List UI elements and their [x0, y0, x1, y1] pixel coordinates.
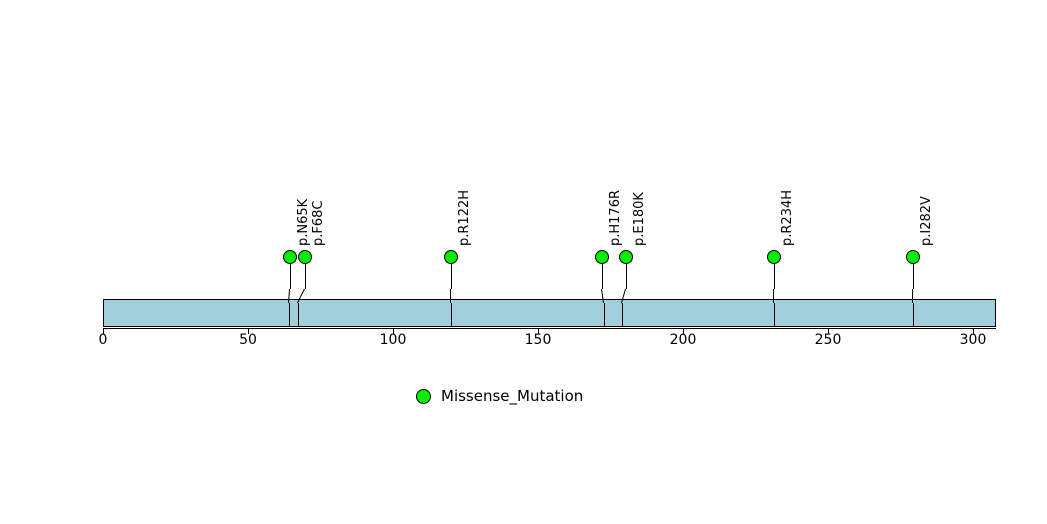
lollipop-stem-upper	[774, 264, 775, 289]
x-axis-tick	[683, 328, 684, 334]
lollipop-marker[interactable]	[283, 250, 297, 264]
lollipop-stem-connector	[450, 289, 451, 303]
lollipop-marker[interactable]	[906, 250, 920, 264]
lollipop-stem-lower	[289, 303, 290, 327]
legend: Missense_Mutation	[416, 387, 583, 405]
legend-swatch-missense-mutation[interactable]	[416, 388, 431, 404]
x-axis-tick	[248, 328, 249, 334]
x-axis-tick-label: 150	[524, 332, 552, 348]
lollipop-marker[interactable]	[444, 250, 458, 264]
lollipop-marker[interactable]	[298, 250, 312, 264]
x-axis-tick-label: 250	[814, 332, 842, 348]
x-axis-tick-label: 50	[239, 332, 257, 348]
mutation-label: p.E180K	[632, 192, 647, 246]
mutation-label: p.R234H	[780, 189, 795, 246]
lollipop-stem-lower	[622, 303, 623, 327]
lollipop-stem-upper	[626, 264, 627, 289]
mutation-label: p.F68C	[311, 200, 326, 246]
lollipop-stem-upper	[913, 264, 914, 289]
lollipop-marker[interactable]	[767, 250, 781, 264]
mutation-label: p.I282V	[919, 196, 934, 246]
legend-label: Missense_Mutation	[441, 387, 584, 405]
lollipop-stem-lower	[604, 303, 605, 327]
x-axis-line	[103, 328, 997, 329]
lollipop-stem-upper	[602, 264, 603, 289]
x-axis-tick-label: 0	[98, 332, 108, 348]
lollipop-stem-upper	[305, 264, 306, 289]
x-axis-tick-label: 100	[379, 332, 407, 348]
x-axis-tick	[828, 328, 829, 334]
x-axis-tick-label: 200	[669, 332, 697, 348]
x-axis-tick	[103, 328, 104, 334]
mutation-label: p.N65K	[296, 198, 311, 246]
lollipop-stem-lower	[913, 303, 914, 327]
lollipop-stem-upper	[451, 264, 452, 289]
lollipop-marker[interactable]	[595, 250, 609, 264]
x-axis-tick	[393, 328, 394, 334]
lollipop-stem-lower	[298, 303, 299, 327]
mutation-label: p.R122H	[457, 189, 472, 246]
lollipop-stem-lower	[774, 303, 775, 327]
lollipop-stem-upper	[290, 264, 291, 289]
x-axis-tick	[538, 328, 539, 334]
lollipop-marker[interactable]	[619, 250, 633, 264]
mutation-label: p.H176R	[608, 189, 623, 246]
lollipop-stem-lower	[451, 303, 452, 327]
protein-bar	[103, 299, 997, 327]
lollipop-stem-connector	[773, 289, 774, 303]
x-axis-tick	[973, 328, 974, 334]
lollipop-stem-connector	[912, 289, 913, 303]
x-axis-tick-label: 300	[959, 332, 987, 348]
